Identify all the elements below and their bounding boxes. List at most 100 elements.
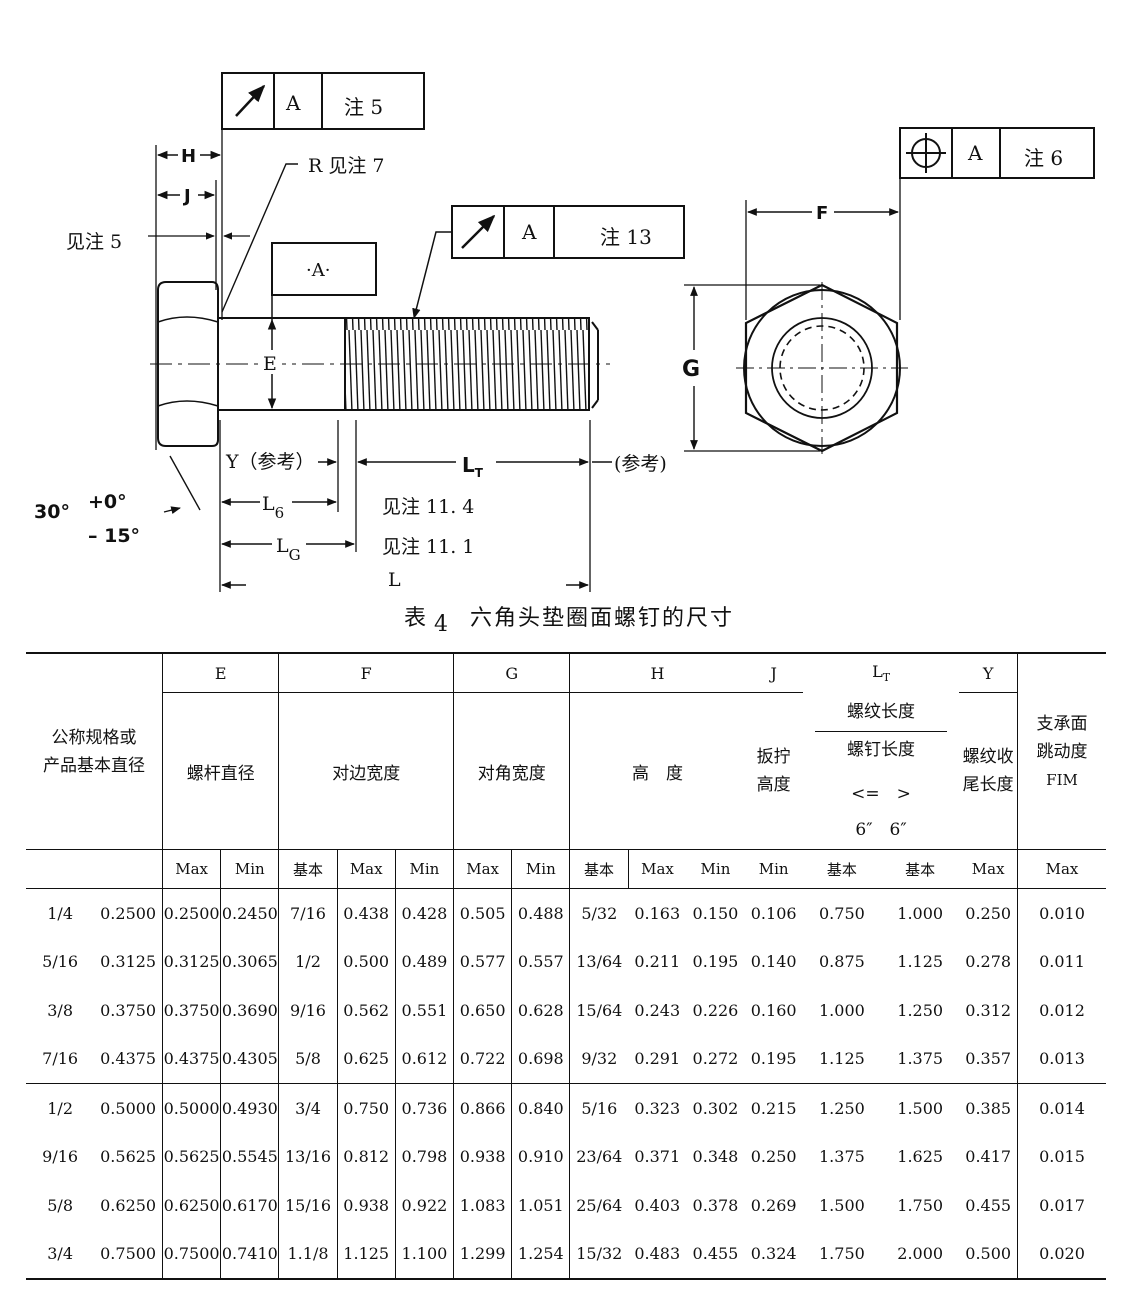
caption-title: 六角头垫圈面螺钉的尺寸: [470, 606, 735, 631]
frame-datum: A: [521, 220, 537, 244]
table-cell: 0.428: [395, 888, 455, 938]
length-dimensions: Y（参考） LT (参考) L6 见注 11. 4 LG 见注 11. 1 L: [219, 420, 667, 592]
table-cell: 1.051: [511, 1181, 571, 1230]
bolt-end-view: F G: [682, 178, 908, 454]
header-lt-desc: 螺纹长度 螺钉长度 <= > 6″ 6″: [803, 693, 960, 850]
see-note-11-4: 见注 11. 4: [382, 496, 474, 518]
ref-label: (参考): [614, 453, 667, 475]
sub-header: 基本: [278, 849, 338, 889]
table-cell: 0.3750: [94, 986, 164, 1035]
table-cell: 0.455: [686, 1229, 745, 1280]
table-cell: 0.500: [959, 1229, 1019, 1280]
table-cell: 0.140: [750, 952, 797, 972]
sub-header: 基本: [881, 849, 960, 889]
table-cell: 0.215: [744, 1083, 803, 1133]
table-cell: 0.4375: [162, 1034, 222, 1084]
table-cell: 0.6250: [94, 1181, 164, 1230]
table-cell: 0.403: [634, 1195, 681, 1215]
table-cell: 0.243: [634, 1000, 681, 1020]
table-cell: 1.250: [802, 1083, 882, 1133]
table-cell: 0.736: [395, 1083, 455, 1133]
bolt-technical-drawing: A 注 5 A 注 13 A 注 6 ·A·: [34, 72, 1095, 592]
table-cell: 0.4375: [94, 1034, 164, 1084]
table-cell: 0.875: [819, 952, 865, 972]
dim-l-label: L: [388, 569, 401, 591]
table-cell: 13/16: [278, 1132, 338, 1181]
table-cell: 0.7500: [94, 1229, 164, 1280]
table-cell: 3/8: [47, 1000, 73, 1020]
table-cell: 23/64: [576, 1147, 623, 1167]
table-cell: 0.250: [959, 888, 1019, 938]
dim-j-label: J: [182, 186, 191, 207]
table-cell: 0.722: [453, 1034, 513, 1084]
svg-text:·A·: ·A·: [306, 260, 330, 281]
frame-datum: A: [967, 141, 983, 165]
table-cell: 0.012: [1039, 1000, 1085, 1020]
table-cell: 5/8: [278, 1034, 338, 1084]
size-subheader-blank: [26, 849, 163, 889]
table-cell: 0.6170: [220, 1181, 280, 1230]
runout-arrow-icon: [235, 84, 266, 117]
frame-note: 注 6: [1024, 146, 1063, 170]
datum-box-a: ·A·: [271, 242, 377, 320]
table-cell: 1/4: [47, 903, 73, 923]
table-cell: 0.910: [511, 1132, 571, 1181]
table-cell: 0.840: [511, 1083, 571, 1133]
table-cell: 0.378: [692, 1195, 739, 1215]
header-f: F: [278, 652, 455, 693]
sub-header: Min: [686, 849, 745, 889]
table-cell: 0.013: [1039, 1049, 1085, 1069]
table-cell: 0.4305: [220, 1034, 280, 1084]
table-cell: 1.250: [897, 1000, 944, 1020]
table-cell: 0.5545: [220, 1132, 280, 1181]
table-cell: 1.125: [337, 1229, 396, 1280]
table-cell: 0.195: [692, 952, 739, 972]
table-cell: 5/16: [42, 952, 79, 972]
dim-f-label: F: [816, 203, 828, 224]
table-cell: 25/64: [576, 1195, 623, 1215]
table-cell: 0.6250: [162, 1181, 222, 1230]
table-cell: 15/16: [278, 1181, 338, 1230]
caption-number: 4: [434, 612, 450, 637]
table-cell: 0.3125: [162, 937, 222, 986]
table-cell: 0.577: [453, 937, 513, 986]
table-cell: 0.4930: [220, 1083, 280, 1133]
table-cell: 0.195: [750, 1049, 797, 1069]
table-cell: 13/64: [576, 952, 623, 972]
header-lt: LT: [802, 652, 960, 693]
table-cell: 0.505: [453, 888, 513, 938]
table-cell: 9/16: [278, 986, 338, 1035]
table-cell: 1.750: [897, 1195, 944, 1215]
dim-y-label: Y（参考）: [225, 451, 315, 473]
table-cell: 0.272: [692, 1049, 739, 1069]
table-cell: 0.489: [395, 937, 455, 986]
table-cell: 7/16: [42, 1049, 79, 1069]
dim-g-label: G: [682, 357, 700, 382]
position-frame-note6: A 注 6: [899, 127, 1095, 179]
table-cell: 0.698: [511, 1034, 571, 1084]
header-f-desc: 对边宽度: [278, 692, 455, 850]
header-h: H: [569, 652, 745, 693]
table-cell: 0.3125: [94, 937, 164, 986]
sub-header: 基本: [569, 849, 629, 889]
sub-header: 基本: [802, 849, 882, 889]
table-cell: 0.417: [959, 1132, 1019, 1181]
angle-label: 30°: [34, 501, 70, 523]
table-cell: 0.010: [1039, 903, 1085, 923]
dim-lt-label: LT: [462, 453, 484, 480]
table-cell: 5/32: [581, 903, 618, 923]
table-cell: 5/8: [47, 1195, 73, 1215]
dim-l6-label: L6: [262, 493, 284, 522]
size-header: 公称规格或产品基本直径: [26, 652, 163, 850]
table-cell: 0.2500: [94, 888, 164, 938]
table-cell: 0.302: [686, 1083, 745, 1133]
header-y: Y: [959, 652, 1019, 693]
table-cell: 0.011: [1039, 952, 1085, 972]
table-cell: 0.438: [337, 888, 396, 938]
